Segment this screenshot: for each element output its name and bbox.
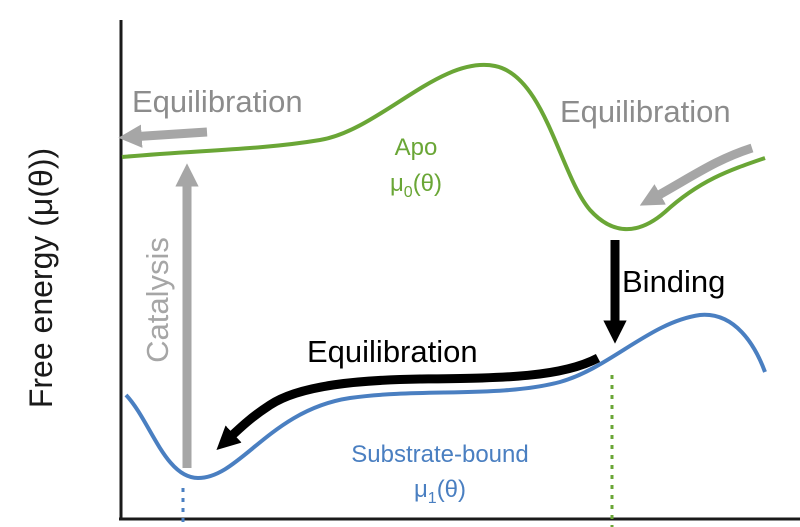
binding-label: Binding	[622, 264, 725, 299]
bound-curve-name: Substrate-bound	[351, 441, 528, 468]
y-axis-label: Free energy (μ(θ))	[23, 148, 59, 408]
bound-energy-curve	[124, 312, 767, 481]
equilibration-arrow-top-left	[118, 124, 208, 148]
bound-formula-symbol: μ	[414, 476, 428, 503]
equilibration-arrow-bottom	[216, 353, 601, 450]
bound-curve-formula: μ1(θ)	[414, 476, 466, 507]
equilibration-arrow-top-right	[639, 143, 754, 206]
equilibration-label-bottom: Equilibration	[307, 334, 478, 369]
equilibration-label-top-left: Equilibration	[132, 84, 303, 119]
catalysis-label: Catalysis	[140, 237, 175, 363]
bound-formula-argument: (θ)	[437, 476, 466, 503]
bound-formula-subscript: 1	[428, 490, 437, 507]
apo-energy-curve	[121, 62, 766, 231]
equilibration-label-top-right: Equilibration	[560, 94, 731, 129]
apo-formula-argument: (θ)	[413, 170, 442, 197]
apo-formula-subscript: 0	[404, 184, 413, 201]
apo-formula-symbol: μ	[390, 170, 404, 197]
apo-curve-name: Apo	[395, 134, 438, 161]
apo-curve-formula: μ0(θ)	[390, 170, 442, 201]
